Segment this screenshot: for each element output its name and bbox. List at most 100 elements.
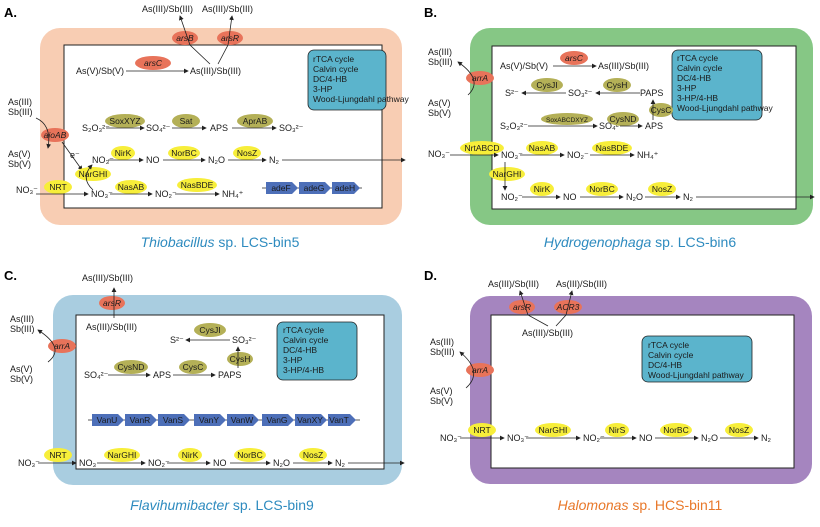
species-label: NO₃⁻: [501, 150, 523, 160]
gene-arsR: [99, 296, 125, 310]
carbon-fixation-box: [671, 49, 763, 121]
gene-label: VanT: [329, 415, 349, 425]
gene-label: NorBC: [237, 450, 263, 460]
gene-Sat: [172, 114, 200, 128]
gene-arrA: [466, 71, 494, 85]
species-label: S²⁻: [170, 335, 184, 345]
species-label: Sb(III): [428, 57, 453, 67]
gene-label: AprAB: [243, 116, 268, 126]
gene-VanR: [125, 414, 157, 426]
gene-adeH: [332, 182, 360, 194]
species-label: N₂: [761, 433, 771, 443]
gene-label: NosZ: [303, 450, 323, 460]
gene-label: arsC: [565, 53, 584, 63]
gene-SoxABCDXYZ: [541, 113, 593, 125]
species-label: As(III)/Sb(III): [202, 4, 253, 14]
gene-NorBC: [586, 182, 618, 196]
gene-label: VanXY: [297, 415, 323, 425]
gene-NrtABCD: [460, 141, 504, 155]
gene-label: CysND: [118, 362, 145, 372]
gene-label: SoxXYZ: [109, 116, 140, 126]
gene-arsR: [217, 31, 243, 45]
gene-NRT: [44, 448, 72, 462]
species-label: As(V)/Sb(V): [500, 61, 548, 71]
gene-label: VanR: [130, 415, 151, 425]
species-label: Sb(III): [430, 347, 455, 357]
species-label: As(III)/Sb(III): [86, 322, 137, 332]
species-label: NO: [213, 458, 227, 468]
gene-NorBC: [234, 448, 266, 462]
gene-label: VanS: [163, 415, 183, 425]
gene-NosZ: [233, 146, 261, 160]
gene-VanS: [158, 414, 190, 426]
gene-NorBC: [168, 146, 200, 160]
species-label: NO₂⁻: [148, 458, 170, 468]
species-label: NO₃⁻: [440, 433, 462, 443]
gene-label: NarGHI: [79, 169, 108, 179]
species-label: NO₃⁻: [428, 149, 450, 159]
gene-label: SoxABCDXYZ: [546, 117, 588, 124]
gene-NarGHI: [104, 448, 140, 462]
gene-NosZ: [725, 423, 753, 437]
pathway-label: 3-HP: [313, 84, 333, 94]
gene-label: NirK: [115, 148, 132, 158]
gene-label: arrA: [472, 73, 488, 83]
gene-label: arsR: [513, 302, 531, 312]
gene-label: NosZ: [237, 148, 257, 158]
carbon-fixation-box: [276, 321, 358, 381]
species-label: As(III): [10, 314, 34, 324]
species-label: As(III)/Sb(III): [82, 273, 133, 283]
gene-AprAB: [237, 114, 273, 128]
species-label: As(V): [8, 149, 31, 159]
species-label: NO₃⁻: [91, 189, 113, 199]
gene-NRT: [44, 180, 72, 194]
pathway-label: 3-HP: [283, 355, 303, 365]
gene-NarGHI: [489, 167, 525, 181]
species-label: N₂O: [701, 433, 718, 443]
panel-d: D. rTCA cycle Calvin cycle DC/4-HB Wood-…: [424, 268, 812, 513]
species-label: Sb(V): [430, 396, 453, 406]
species-label: N₂O: [208, 155, 225, 165]
species-label: PAPS: [218, 370, 241, 380]
gene-VanG: [262, 414, 294, 426]
species-label: NO₂⁻: [155, 189, 177, 199]
gene-CysJI: [531, 78, 563, 92]
gene-arsR: [509, 300, 535, 314]
gene-NirK: [530, 182, 554, 196]
species-label: Sb(III): [8, 107, 33, 117]
species-label: N₂O: [273, 458, 290, 468]
gene-label: NRT: [49, 182, 66, 192]
gene-CysJI: [194, 323, 226, 337]
species-label: As(V)/Sb(V): [76, 66, 124, 76]
gene-NarGHI: [75, 167, 111, 181]
pathway-label: DC/4-HB: [313, 74, 347, 84]
species-label: NO₃: [79, 458, 97, 468]
gene-label: CysJI: [536, 80, 557, 90]
gene-label: NarGHI: [108, 450, 137, 460]
species-label: N₂: [269, 155, 279, 165]
species-label: As(V): [430, 386, 453, 396]
gene-label: VanW: [231, 415, 254, 425]
gene-NosZ: [648, 182, 676, 196]
species-label: Sb(III): [10, 324, 35, 334]
gene-label: NasAB: [118, 182, 145, 192]
gene-label: NirK: [182, 450, 199, 460]
panel-c: C. rTCA cycle Calvin cycle DC/4-HB 3-HP …: [4, 268, 405, 513]
species-label: As(III)/Sb(III): [556, 279, 607, 289]
gene-label: NasBDE: [596, 143, 629, 153]
species-label: NO₃⁻: [16, 185, 38, 195]
gene-label: adeH: [335, 183, 355, 193]
gene-label: VanU: [97, 415, 118, 425]
species-label: S₂O₃²⁻: [500, 121, 528, 131]
gene-adeF: [266, 182, 298, 194]
panel-caption: Flavihumibacter sp. LCS-bin9: [130, 497, 314, 513]
gene-label: arsR: [103, 298, 121, 308]
species-label: SO₄²⁻: [599, 121, 624, 131]
species-label: APS: [210, 123, 228, 133]
gene-arsB: [172, 31, 198, 45]
gene-label: arsB: [176, 33, 194, 43]
gene-label: NarGHI: [493, 169, 522, 179]
gene-label: CysH: [607, 80, 628, 90]
gene-label: NasAB: [529, 143, 556, 153]
